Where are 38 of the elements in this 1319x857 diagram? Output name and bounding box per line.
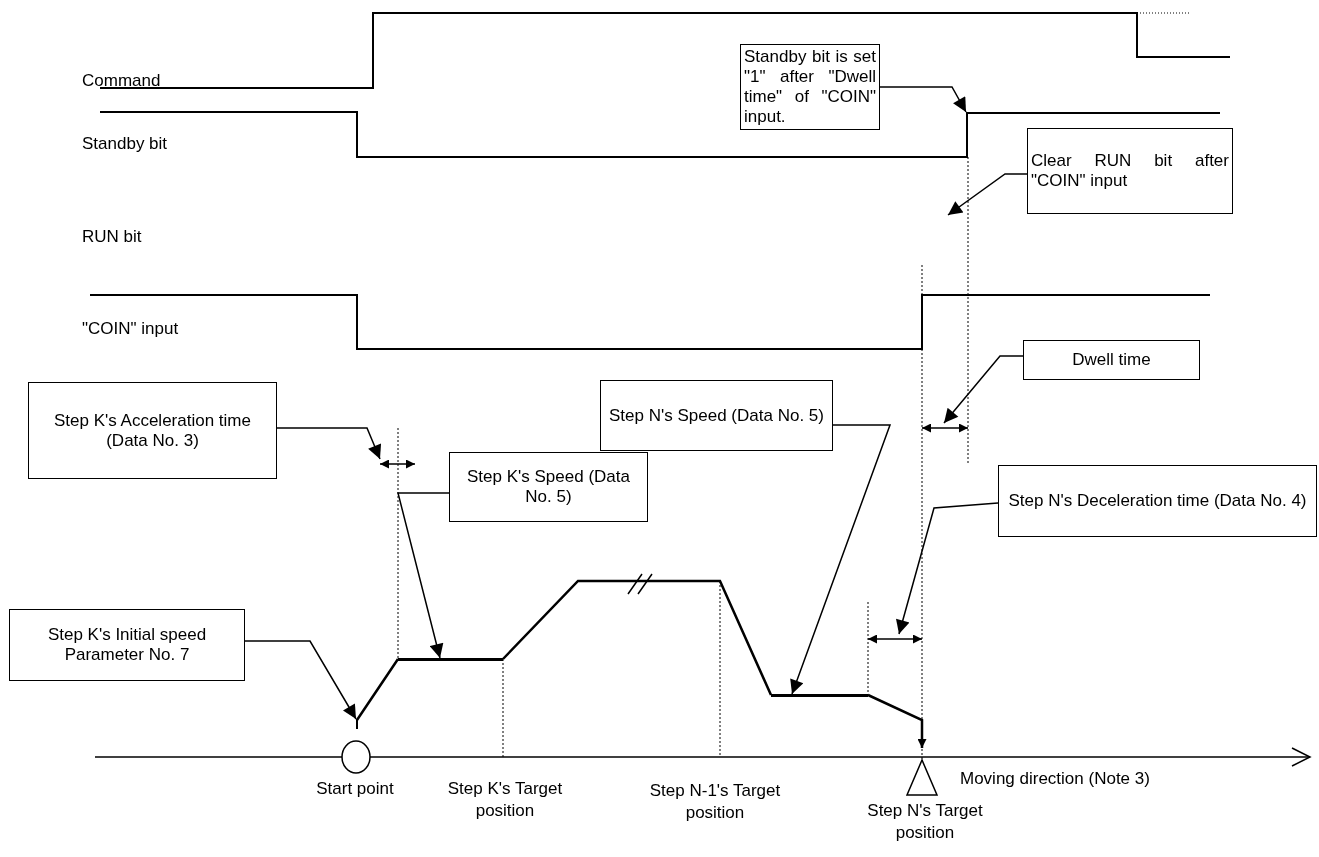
callout-box [449,452,648,522]
callout-text: Step N's Deceleration time (Data No. 4) [1008,491,1307,511]
dimension-arrow [922,423,968,433]
callout-text: Step K's Acceleration time (Data No. 3) [53,410,252,451]
dimension-arrow [868,634,922,644]
leader-line [943,355,1024,424]
leader-line [397,492,450,659]
signal-label: Step N-1's Target position [648,780,782,824]
leader-line [244,640,357,720]
signal-label: RUN bit [82,226,143,248]
speed-segment [398,658,503,661]
callout-box [9,609,245,681]
callout-text: Standby bit is set "1" after "Dwell time" of "COIN" input. [744,47,876,127]
callout-text: Step N's Speed (Data No. 5) [609,405,824,426]
signal-label: Step N's Target position [866,800,984,844]
signal-label: Moving direction (Note 3) [960,768,1151,790]
leader-line [276,427,382,460]
leader-line [896,502,999,635]
callout-box [998,465,1317,537]
signal-label: Start point [315,778,395,800]
signal-label: "COIN" input [82,318,180,340]
callout-text: Step K's Speed (Data No. 5) [466,467,631,507]
signal-label: Standby bit [82,133,169,155]
dimension-arrow [380,459,415,469]
rising-edge-line [966,112,968,158]
speed-segment [771,694,868,697]
signal-label: Command [82,70,162,92]
callout-text: Dwell time [1072,350,1151,370]
callout-box [28,382,277,479]
callout-box [1027,128,1233,214]
callout-text: Clear RUN bit after "COIN" input [1031,151,1229,191]
callout-box [600,380,833,451]
leader-line [790,424,892,695]
callout-text: Step K's Initial speed Parameter No. 7 [46,625,208,665]
leader-line [947,173,1028,216]
leader-line [879,86,967,113]
callout-box [1023,340,1200,380]
signal-label: Step K's Target position [446,778,564,822]
